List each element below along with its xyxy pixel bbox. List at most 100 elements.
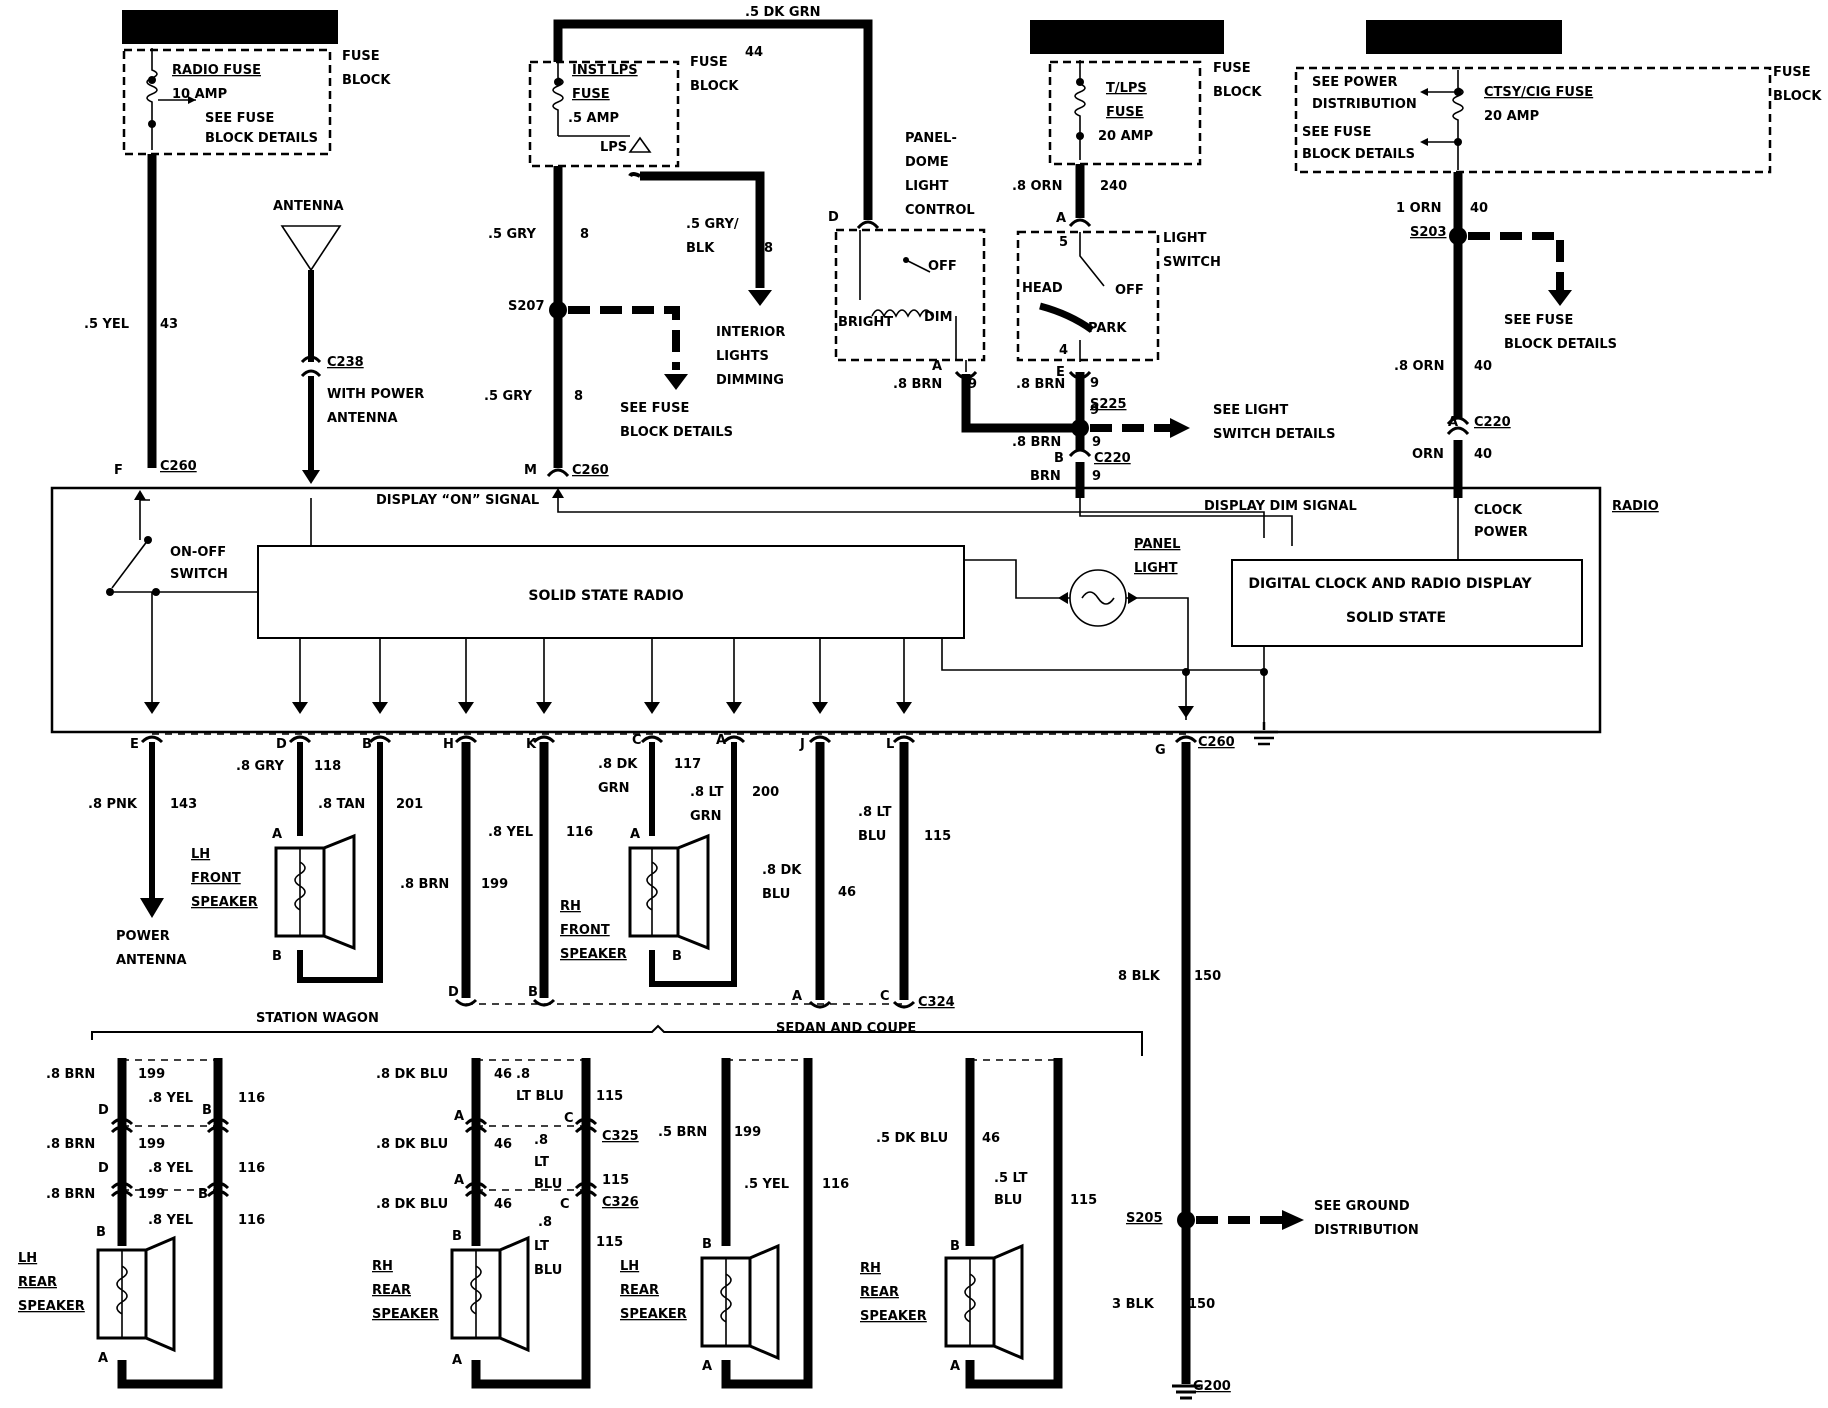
label-48: BLOCK bbox=[1213, 85, 1262, 100]
fuse-symbols bbox=[146, 48, 1464, 170]
label-84: BLOCK DETAILS bbox=[1504, 337, 1617, 352]
label-102: PANEL bbox=[1134, 537, 1180, 552]
label-228: A bbox=[950, 1359, 960, 1374]
label-176: 199 bbox=[138, 1187, 165, 1202]
label-47: FUSE bbox=[1213, 61, 1251, 76]
label-182: LH bbox=[18, 1251, 37, 1266]
hot-labels bbox=[122, 10, 1562, 54]
label-60: 9 bbox=[1090, 376, 1099, 391]
label-30: C238 bbox=[327, 355, 364, 370]
label-216: 116 bbox=[822, 1177, 849, 1192]
label-186: 46 bbox=[494, 1067, 512, 1082]
label-144: .8 LT bbox=[858, 805, 892, 820]
label-160: 150 bbox=[1188, 1297, 1215, 1312]
label-62: 9 bbox=[1090, 403, 1099, 418]
label-127: A bbox=[716, 733, 726, 748]
label-196: LT bbox=[534, 1155, 549, 1170]
label-26: 8 bbox=[574, 389, 583, 404]
label-120: H bbox=[443, 737, 454, 752]
label-6: .5 DK GRN bbox=[745, 5, 820, 20]
label-211: REAR bbox=[372, 1283, 411, 1298]
label-134: A bbox=[630, 827, 640, 842]
block-label-0: SOLID STATE RADIO bbox=[528, 588, 683, 604]
label-80: 1 ORN bbox=[1396, 201, 1442, 216]
label-99: POWER bbox=[1474, 525, 1528, 540]
label-12: FUSE bbox=[690, 55, 728, 70]
label-42: .8 BRN bbox=[893, 377, 942, 392]
label-38: OFF bbox=[928, 259, 957, 274]
label-106: 143 bbox=[170, 797, 197, 812]
label-34: DOME bbox=[905, 155, 949, 170]
label-110: B bbox=[362, 737, 372, 752]
label-13: BLOCK bbox=[690, 79, 739, 94]
label-205: A bbox=[452, 1353, 462, 1368]
label-83: SEE FUSE bbox=[1504, 313, 1573, 328]
label-138: SPEAKER bbox=[560, 947, 627, 962]
label-121: .8 BRN bbox=[400, 877, 449, 892]
label-137: FRONT bbox=[560, 923, 610, 938]
label-213: .5 BRN bbox=[658, 1125, 707, 1140]
label-51: A bbox=[1056, 211, 1066, 226]
label-222: .5 DK BLU bbox=[876, 1131, 948, 1146]
label-98: CLOCK bbox=[1474, 503, 1523, 518]
label-2: RADIO FUSE bbox=[172, 63, 261, 78]
label-148: C260 bbox=[1198, 735, 1235, 750]
label-142: 46 bbox=[838, 885, 856, 900]
label-94: C260 bbox=[572, 463, 609, 478]
label-11: LPS bbox=[600, 140, 627, 155]
label-206: .8 bbox=[538, 1215, 552, 1230]
label-1: BLOCK bbox=[342, 73, 391, 88]
label-71: 9 bbox=[1092, 469, 1101, 484]
label-90: 40 bbox=[1474, 447, 1492, 462]
hot-label-1: HOT AT ALL TIMES bbox=[1050, 24, 1204, 42]
label-158: DISTRIBUTION bbox=[1314, 1223, 1419, 1238]
label-100: ON-OFF bbox=[170, 545, 226, 560]
label-225: BLU bbox=[994, 1193, 1022, 1208]
label-69: C220 bbox=[1094, 451, 1131, 466]
rear-speakers bbox=[96, 1058, 1063, 1389]
label-124: .8 YEL bbox=[488, 825, 533, 840]
label-171: 199 bbox=[138, 1137, 165, 1152]
label-212: SPEAKER bbox=[372, 1307, 439, 1322]
label-119: SPEAKER bbox=[191, 895, 258, 910]
label-117: LH bbox=[191, 847, 210, 862]
label-76: CTSY/CIG FUSE bbox=[1484, 85, 1593, 100]
label-190: A bbox=[454, 1109, 464, 1124]
label-16: .5 GRY/ bbox=[686, 217, 739, 232]
label-136: RH bbox=[560, 899, 581, 914]
label-111: .8 GRY bbox=[236, 759, 284, 774]
label-4: SEE FUSE bbox=[205, 111, 274, 126]
label-19: S207 bbox=[508, 299, 545, 314]
label-77: 20 AMP bbox=[1484, 109, 1539, 124]
label-155: 150 bbox=[1194, 969, 1221, 984]
label-10: .5 AMP bbox=[568, 111, 619, 126]
hot-label-2: HOT AT ALL TIMES bbox=[1387, 24, 1541, 42]
label-33: PANEL- bbox=[905, 131, 957, 146]
label-5: BLOCK DETAILS bbox=[205, 131, 318, 146]
label-79: BLOCK bbox=[1773, 89, 1822, 104]
label-209: 115 bbox=[596, 1235, 623, 1250]
label-72: SEE POWER bbox=[1312, 75, 1397, 90]
label-18: 8 bbox=[764, 241, 773, 256]
label-61: .8 BRN bbox=[1016, 377, 1065, 392]
label-198: 115 bbox=[602, 1173, 629, 1188]
label-29: ANTENNA bbox=[273, 199, 344, 214]
label-203: C326 bbox=[602, 1195, 639, 1210]
lh-front-speaker bbox=[274, 833, 356, 951]
label-208: BLU bbox=[534, 1263, 562, 1278]
label-9: FUSE bbox=[572, 87, 610, 102]
label-141: BLU bbox=[762, 887, 790, 902]
label-118: FRONT bbox=[191, 871, 241, 886]
label-195: .8 bbox=[534, 1133, 548, 1148]
label-115: A bbox=[272, 827, 282, 842]
label-179: 116 bbox=[238, 1213, 265, 1228]
label-28: 43 bbox=[160, 317, 178, 332]
label-139: J bbox=[799, 737, 805, 752]
label-187: .8 bbox=[516, 1067, 530, 1082]
label-105: .8 PNK bbox=[88, 797, 138, 812]
label-114: 201 bbox=[396, 797, 423, 812]
label-20: SEE FUSE bbox=[620, 401, 689, 416]
label-41: A bbox=[932, 359, 942, 374]
